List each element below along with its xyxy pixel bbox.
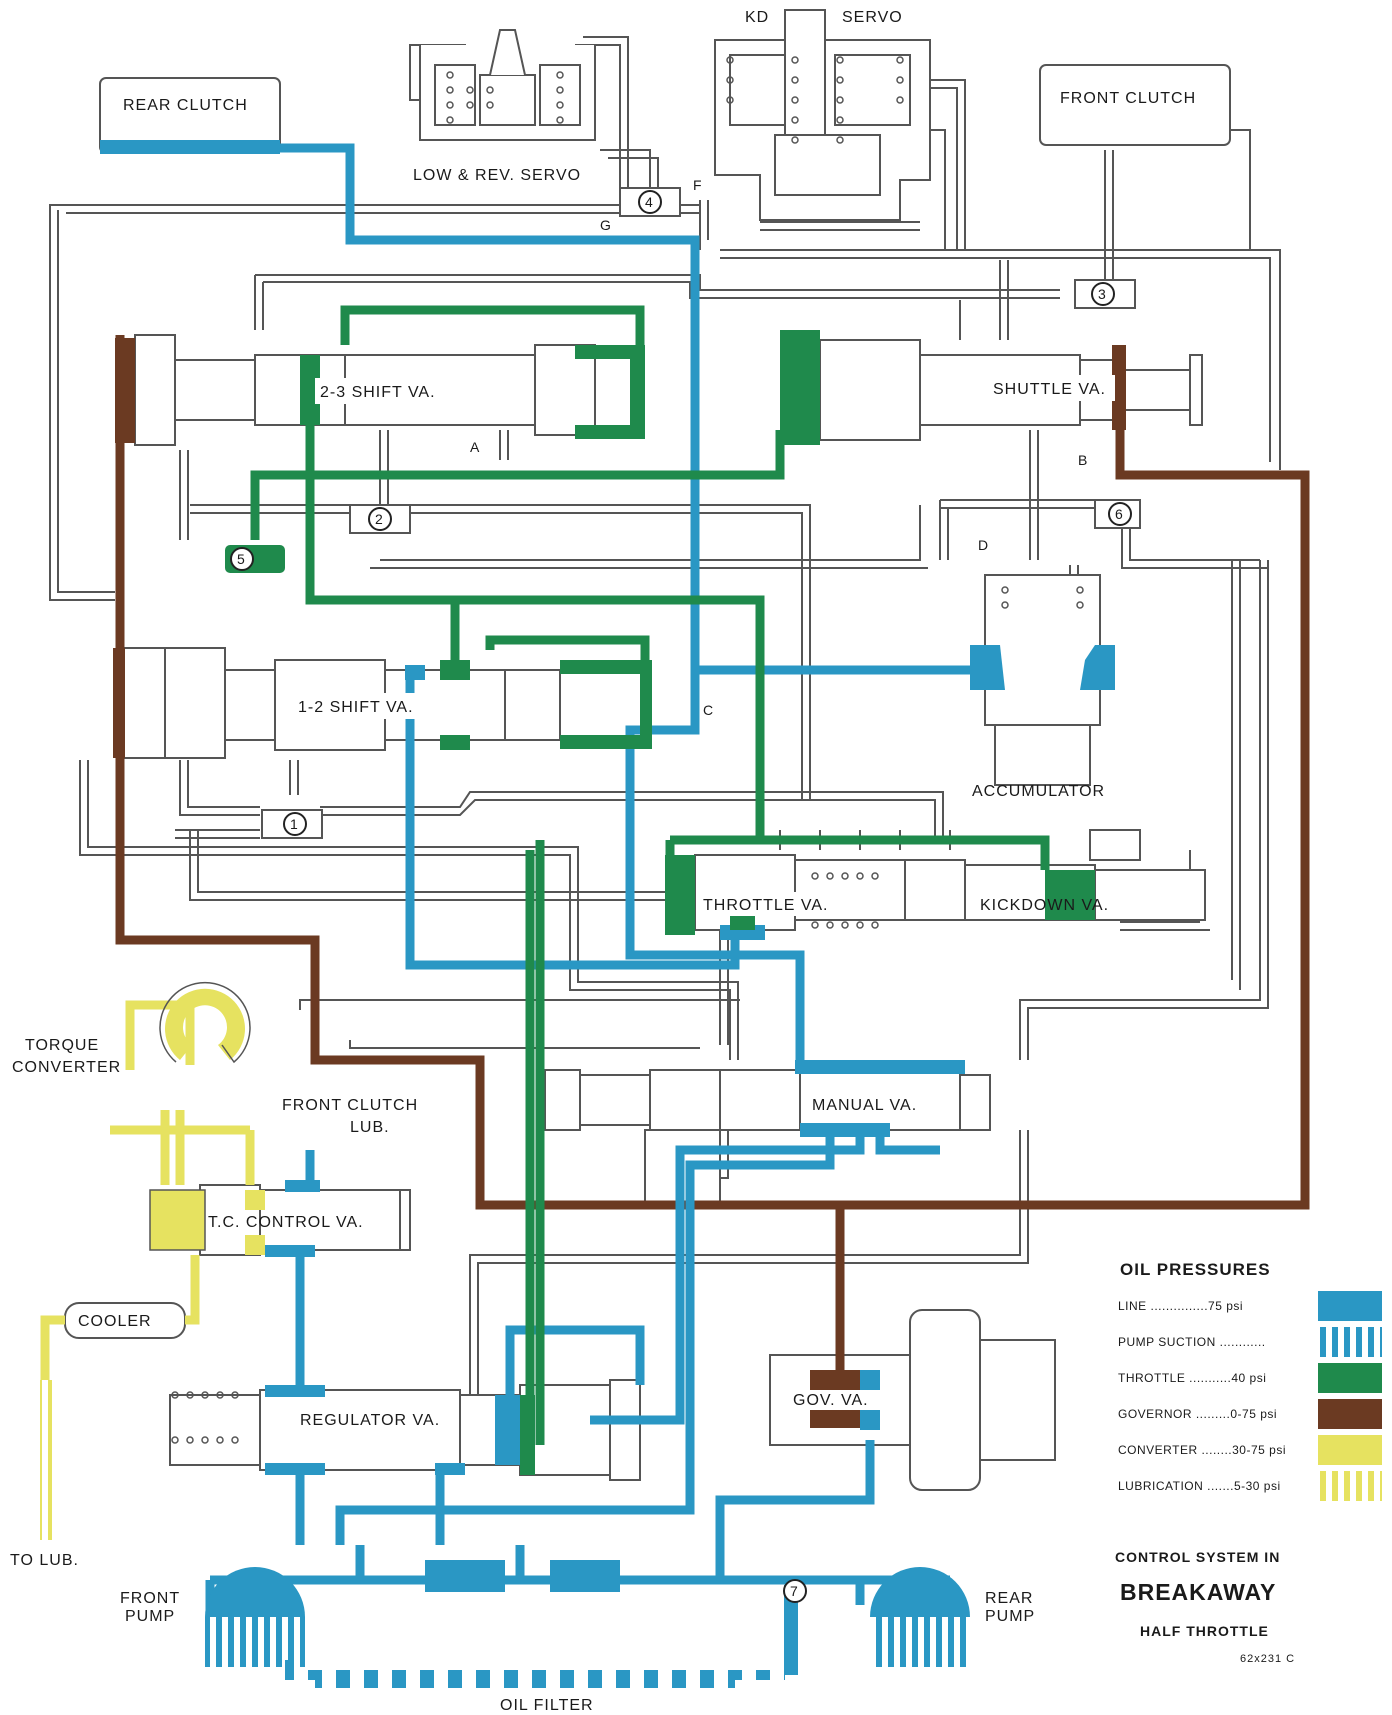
- rear-pump-label-1: REAR: [985, 1590, 1033, 1607]
- legend-row-label: THROTTLE ...........40 psi: [1118, 1371, 1266, 1385]
- svg-text:4: 4: [645, 194, 654, 210]
- pumps: [205, 1567, 970, 1688]
- front-clutch-housing: [1039, 64, 1231, 146]
- spring-dots: [171, 56, 1084, 1444]
- regulator-label: REGULATOR VA.: [300, 1412, 440, 1429]
- point-c: C: [703, 702, 714, 718]
- legend-row-label: LUBRICATION .......5-30 psi: [1118, 1479, 1281, 1493]
- check-valve-4: 4: [619, 187, 681, 217]
- low-rev-servo-label: LOW & REV. SERVO: [413, 167, 581, 184]
- check-valves: 1 2 3 4 5 6 7: [230, 187, 1141, 1603]
- rear-pump-label-2: PUMP: [985, 1608, 1035, 1625]
- oil-filter-label: OIL FILTER: [500, 1697, 594, 1714]
- front-pump-label-1: FRONT: [120, 1590, 180, 1607]
- regulator-body: [259, 1389, 461, 1471]
- gov-shuttle-end: [1112, 345, 1126, 430]
- throttle-fills: [225, 330, 1095, 1475]
- legend-row-label: PUMP SUCTION ............: [1118, 1335, 1266, 1349]
- component-labels: REAR CLUTCH FRONT CLUTCH LOW & REV. SERV…: [10, 9, 1196, 1714]
- throttle-passages: [250, 305, 1050, 1445]
- gov-valve-lower: [810, 1410, 870, 1428]
- svg-text:1: 1: [290, 816, 299, 832]
- front-clutch-label: FRONT CLUTCH: [1060, 90, 1196, 107]
- point-a: A: [470, 439, 480, 455]
- throttle-va-label: THROTTLE VA.: [703, 897, 829, 914]
- legend-swatch: [1318, 1435, 1382, 1465]
- shuttle-throttle-fill: [780, 330, 820, 445]
- point-g: G: [600, 217, 612, 233]
- torque-converter-fill: [165, 988, 245, 1060]
- legend-row-label: LINE ...............75 psi: [1118, 1299, 1243, 1313]
- check-valve-7: 7: [783, 1579, 807, 1603]
- gov-valve-upper: [810, 1370, 870, 1390]
- check-valve-6: 6: [1094, 499, 1141, 529]
- valve-bodies: [64, 9, 1231, 1491]
- legend-row-label: CONVERTER ........30-75 psi: [1118, 1443, 1286, 1457]
- servo-label: SERVO: [842, 9, 903, 26]
- gov-end-plug-12: [113, 648, 125, 758]
- shuttle-label: SHUTTLE VA.: [993, 381, 1106, 398]
- point-b: B: [1078, 452, 1088, 468]
- svg-text:2: 2: [375, 511, 384, 527]
- caption-line1: CONTROL SYSTEM IN: [1115, 1549, 1280, 1565]
- svg-text:5: 5: [237, 551, 246, 567]
- front-clutch-lub-label-2: LUB.: [350, 1119, 390, 1136]
- kd-label: KD: [745, 9, 769, 26]
- to-lub-label: TO LUB.: [10, 1552, 79, 1569]
- rear-clutch-label: REAR CLUTCH: [123, 97, 248, 114]
- svg-text:7: 7: [790, 1583, 799, 1599]
- gov-end-plug-23: [115, 338, 135, 443]
- svg-text:6: 6: [1115, 506, 1124, 522]
- manual-va-label: MANUAL VA.: [812, 1097, 917, 1114]
- front-clutch-lub-label-1: FRONT CLUTCH: [282, 1097, 418, 1114]
- caption-line3: HALF THROTTLE: [1140, 1623, 1269, 1639]
- line-passages: [205, 143, 970, 1625]
- point-f: F: [693, 177, 703, 193]
- accumulator-body: [994, 724, 1091, 786]
- legend-swatch: [1318, 1327, 1382, 1357]
- torque-converter-label-1: TORQUE: [25, 1037, 99, 1054]
- legend: OIL PRESSURES LINE ...............75 psi…: [1118, 1260, 1382, 1501]
- governor-passages: [115, 335, 1310, 1370]
- gov-va-label: GOV. VA.: [793, 1392, 869, 1409]
- caption-line2: BREAKAWAY: [1120, 1579, 1276, 1605]
- front-pump-label-2: PUMP: [125, 1608, 175, 1625]
- caption: CONTROL SYSTEM IN BREAKAWAY HALF THROTTL…: [1115, 1549, 1295, 1665]
- legend-swatch: [1318, 1291, 1382, 1321]
- check-valve-5: 5: [230, 547, 254, 571]
- shift-12-label: 1-2 SHIFT VA.: [298, 699, 414, 716]
- rear-clutch-fill: [100, 140, 280, 154]
- check-valve-1: 1: [261, 809, 323, 839]
- legend-swatch: [1318, 1399, 1382, 1429]
- legend-title: OIL PRESSURES: [1120, 1260, 1271, 1279]
- torque-converter-label-2: CONVERTER: [12, 1059, 121, 1076]
- shift-23-label: 2-3 SHIFT VA.: [320, 384, 436, 401]
- accumulator-label: ACCUMULATOR: [972, 783, 1105, 800]
- check-valve-2: 2: [349, 504, 411, 534]
- legend-row-label: GOVERNOR .........0-75 psi: [1118, 1407, 1277, 1421]
- check-valve-3: 3: [1074, 279, 1136, 309]
- point-d: D: [978, 537, 989, 553]
- kickdown-va-label: KICKDOWN VA.: [980, 897, 1109, 914]
- oil-filter: [315, 1670, 735, 1688]
- caption-code: 62x231 C: [1240, 1653, 1295, 1665]
- legend-swatch: [1318, 1471, 1382, 1501]
- svg-text:3: 3: [1098, 286, 1107, 302]
- tc-control-label: T.C. CONTROL VA.: [208, 1214, 364, 1231]
- legend-swatch: [1318, 1363, 1382, 1393]
- cooler-label: COOLER: [78, 1313, 152, 1330]
- converter-fills: [40, 988, 265, 1540]
